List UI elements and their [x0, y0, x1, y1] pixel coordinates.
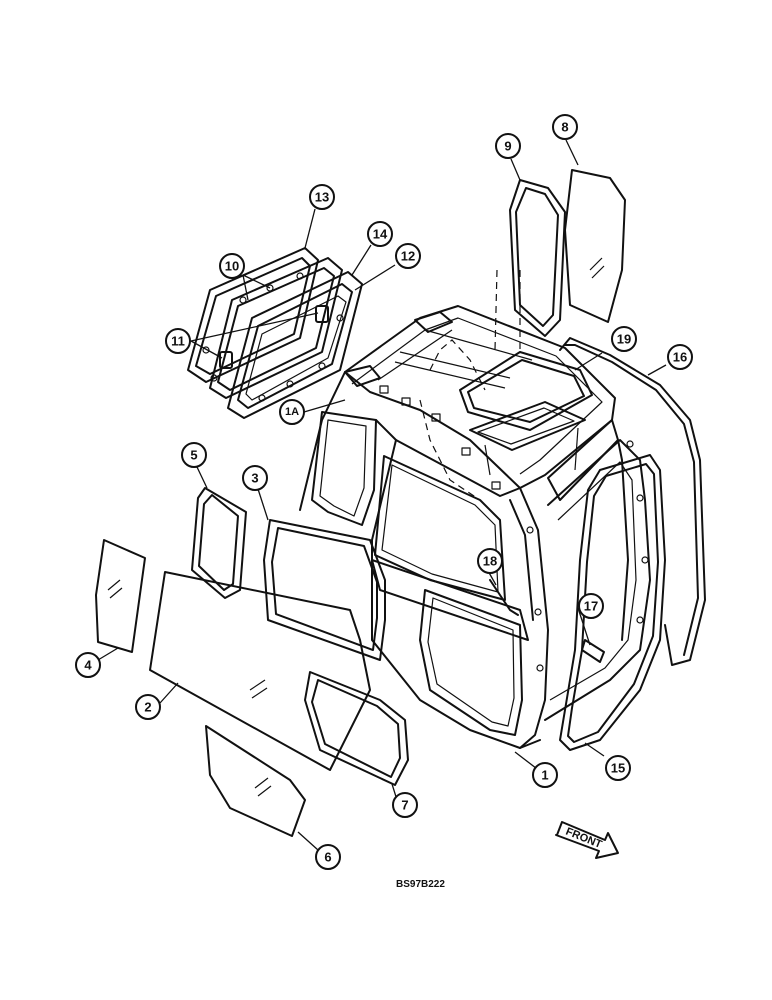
callout-5: 5	[181, 442, 207, 468]
seal-15	[559, 454, 666, 751]
glass-panel-2	[149, 571, 371, 771]
front-arrow: FRONT	[555, 821, 619, 859]
seal-7	[304, 671, 409, 786]
svg-text:14: 14	[373, 227, 388, 242]
svg-text:1A: 1A	[285, 406, 299, 418]
callout-4: 4	[75, 652, 101, 678]
svg-text:12: 12	[401, 249, 415, 264]
svg-text:6: 6	[324, 850, 331, 865]
svg-text:11: 11	[171, 334, 185, 349]
seal-18	[489, 579, 519, 616]
front-arrow-label: FRONT	[564, 826, 604, 851]
svg-text:17: 17	[584, 599, 598, 614]
callout-9: 9	[495, 133, 521, 159]
svg-text:16: 16	[673, 350, 687, 365]
seal-17	[581, 639, 605, 663]
svg-text:2: 2	[144, 700, 151, 715]
glass-panel-8	[564, 169, 626, 323]
svg-text:10: 10	[225, 259, 239, 274]
callout-19: 19	[611, 326, 637, 352]
callout-8: 8	[552, 114, 578, 140]
svg-text:15: 15	[611, 761, 625, 776]
svg-text:19: 19	[617, 332, 631, 347]
callout-17: 17	[578, 593, 604, 619]
seal-5	[191, 487, 247, 599]
cab-frame	[299, 269, 651, 749]
callout-10: 10	[219, 253, 245, 279]
svg-text:7: 7	[401, 798, 408, 813]
callout-15: 15	[605, 755, 631, 781]
callout-6: 6	[315, 844, 341, 870]
callout-7: 7	[392, 792, 418, 818]
svg-text:13: 13	[315, 190, 329, 205]
callout-11: 11	[165, 328, 191, 354]
seal-9	[509, 179, 566, 337]
svg-text:5: 5	[190, 448, 197, 463]
callout-1: 1	[532, 762, 558, 788]
svg-text:8: 8	[561, 120, 568, 135]
callout-16: 16	[667, 344, 693, 370]
callout-1a: 1A	[279, 399, 305, 425]
svg-text:9: 9	[504, 139, 511, 154]
glass-panel-6	[205, 725, 306, 837]
svg-text:4: 4	[84, 658, 92, 673]
svg-text:1: 1	[541, 768, 548, 783]
callout-13: 13	[309, 184, 335, 210]
svg-text:18: 18	[483, 554, 497, 569]
callout-18: 18	[477, 548, 503, 574]
seal-3	[263, 519, 386, 661]
svg-text:3: 3	[251, 471, 258, 486]
seal-19	[459, 351, 593, 431]
seal-16	[559, 337, 706, 666]
callout-3: 3	[242, 465, 268, 491]
callout-14: 14	[367, 221, 393, 247]
drawing-code: BS97B222	[396, 879, 445, 890]
callout-2: 2	[135, 694, 161, 720]
callout-12: 12	[395, 243, 421, 269]
glass-panel-4	[95, 539, 146, 653]
